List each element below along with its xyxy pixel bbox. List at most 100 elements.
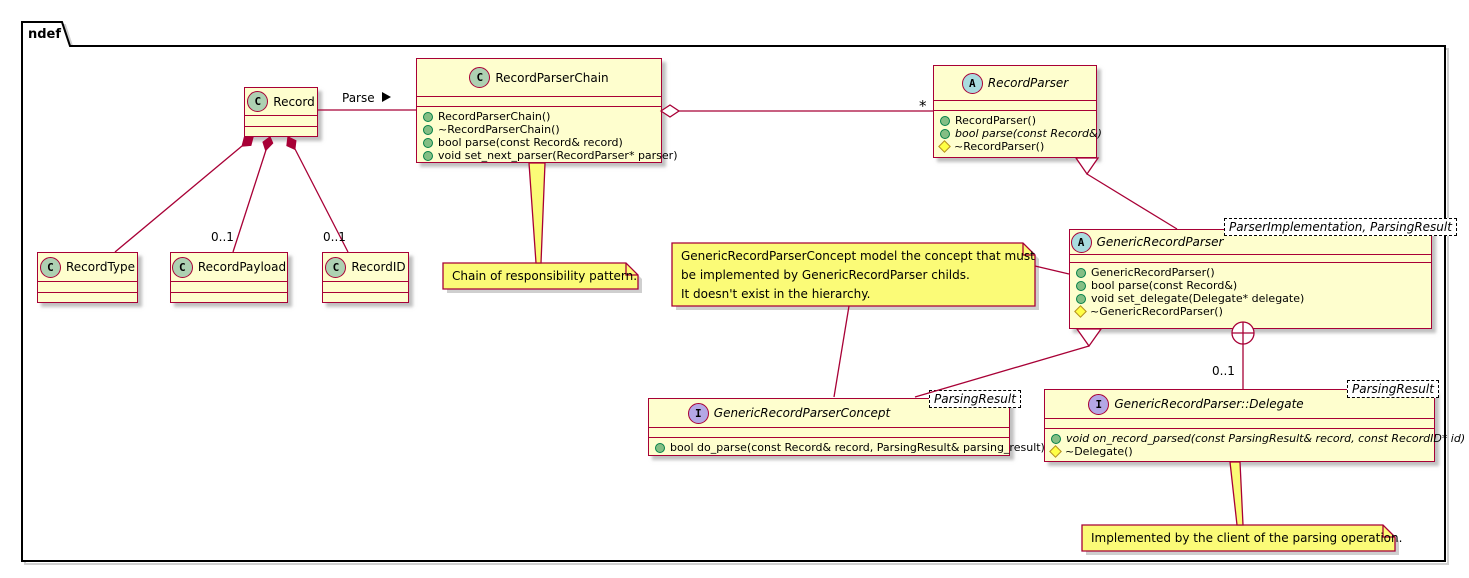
method-text: ~RecordParser() bbox=[954, 140, 1045, 153]
method-text: void set_next_parser(RecordParser* parse… bbox=[438, 149, 678, 162]
class-record-header: C Record bbox=[245, 88, 317, 116]
note-client-text: Implemented by the client of the parsing… bbox=[1091, 531, 1403, 545]
class-record-payload-methods bbox=[171, 293, 287, 296]
method-row: bool parse(const Record& record) bbox=[417, 136, 661, 149]
template-parameters-box: ParsingResult bbox=[929, 390, 1021, 408]
class-record-parser-header: A RecordParser bbox=[934, 66, 1096, 101]
class-stereotype-icon: C bbox=[171, 256, 193, 278]
method-row: GenericRecordParser() bbox=[1070, 266, 1431, 279]
class-record-parser-chain-title: RecordParserChain bbox=[495, 70, 609, 85]
method-text: ~RecordParserChain() bbox=[438, 123, 560, 136]
method-row: ~Delegate() bbox=[1045, 445, 1434, 458]
protected-visibility-icon bbox=[938, 140, 951, 153]
class-record-parser-chain-methods: RecordParserChain() ~RecordParserChain()… bbox=[417, 107, 678, 162]
class-generic-record-parser-concept-fields bbox=[649, 428, 1009, 438]
class-stereotype-icon: C bbox=[325, 256, 347, 278]
class-record-type-fields bbox=[38, 282, 137, 293]
method-text: void on_record_parsed(const ParsingResul… bbox=[1066, 432, 1466, 445]
class-record-id-methods bbox=[323, 293, 408, 296]
class-generic-record-parser-methods: GenericRecordParser() bool parse(const R… bbox=[1070, 263, 1431, 318]
method-row: void set_delegate(Delegate* delegate) bbox=[1070, 292, 1431, 305]
class-record-payload-header: C RecordPayload bbox=[171, 253, 287, 282]
abstract-stereotype-icon: A bbox=[961, 72, 983, 94]
template-parameters-box: ParserImplementation, ParsingResult bbox=[1224, 218, 1457, 236]
class-record-payload: C RecordPayload bbox=[170, 252, 288, 303]
class-record-payload-fields bbox=[171, 282, 287, 293]
note-chain-shape bbox=[442, 262, 639, 290]
class-stereotype-icon: C bbox=[469, 67, 491, 88]
frame-title: ndef bbox=[28, 27, 62, 42]
public-visibility-icon bbox=[423, 111, 433, 122]
class-delegate-fields bbox=[1045, 419, 1434, 429]
class-record-id-fields bbox=[323, 282, 408, 293]
public-visibility-icon bbox=[1051, 433, 1061, 444]
template-parameters-box: ParsingResult bbox=[1347, 380, 1439, 398]
method-text: bool parse(const Record&) bbox=[955, 127, 1102, 140]
public-visibility-icon bbox=[1076, 293, 1086, 304]
note-concept-fold-icon bbox=[1022, 243, 1035, 256]
class-record-type: C RecordType bbox=[37, 252, 138, 303]
public-visibility-icon bbox=[940, 115, 950, 126]
method-text: RecordParserChain() bbox=[438, 110, 551, 123]
method-text: ~GenericRecordParser() bbox=[1090, 305, 1223, 318]
method-text: void set_delegate(Delegate* delegate) bbox=[1091, 292, 1305, 305]
method-text: RecordParser() bbox=[955, 114, 1037, 127]
method-text: bool parse(const Record&) bbox=[1091, 279, 1238, 292]
class-stereotype-icon: C bbox=[247, 91, 269, 112]
note-concept-line: be implemented by GenericRecordParser ch… bbox=[681, 268, 970, 282]
method-row: RecordParser() bbox=[934, 114, 1096, 127]
class-record-parser-chain-header: C RecordParserChain bbox=[417, 59, 661, 97]
class-record-parser-methods: RecordParser() bool parse(const Record&)… bbox=[934, 111, 1102, 153]
note-concept-text: GenericRecordParserConcept model the con… bbox=[672, 243, 1035, 306]
class-record-id-title: RecordID bbox=[351, 260, 406, 274]
note-concept-shape bbox=[671, 242, 1036, 307]
class-record-id: C RecordID bbox=[322, 252, 409, 303]
class-delegate: I GenericRecordParser::Delegate void on_… bbox=[1044, 389, 1465, 462]
class-delegate-header: I GenericRecordParser::Delegate bbox=[1045, 390, 1434, 419]
class-record-type-title: RecordType bbox=[65, 260, 136, 274]
class-record-type-methods bbox=[38, 293, 137, 296]
class-generic-record-parser-concept-methods: bool do_parse(const Record& record, Pars… bbox=[649, 438, 1045, 454]
class-generic-record-parser-title: GenericRecordParser bbox=[1096, 235, 1224, 249]
class-record: C Record bbox=[244, 87, 318, 137]
class-record-type-header: C RecordType bbox=[38, 253, 137, 282]
note-concept-line: GenericRecordParserConcept model the con… bbox=[681, 249, 1035, 263]
class-record-payload-title: RecordPayload bbox=[197, 260, 287, 274]
method-row: void on_record_parsed(const ParsingResul… bbox=[1045, 432, 1465, 445]
interface-stereotype-icon: I bbox=[1088, 393, 1110, 415]
class-generic-record-parser-fields bbox=[1070, 255, 1431, 263]
class-generic-record-parser: A GenericRecordParser GenericRecordParse… bbox=[1069, 229, 1432, 329]
class-record-methods bbox=[245, 127, 317, 130]
method-row: bool parse(const Record&) bbox=[934, 127, 1102, 140]
abstract-stereotype-icon: A bbox=[1070, 231, 1092, 253]
protected-visibility-icon bbox=[1074, 305, 1087, 318]
frame-shadow bbox=[24, 24, 1449, 565]
class-record-parser-title: RecordParser bbox=[987, 76, 1069, 90]
class-stereotype-icon: C bbox=[39, 256, 61, 278]
method-text: GenericRecordParser() bbox=[1091, 266, 1215, 279]
public-visibility-icon bbox=[423, 137, 433, 148]
method-row: ~RecordParserChain() bbox=[417, 123, 661, 136]
class-record-parser-chain: C RecordParserChain RecordParserChain() … bbox=[416, 58, 678, 163]
protected-visibility-icon bbox=[1049, 445, 1062, 458]
method-text: bool do_parse(const Record& record, Pars… bbox=[670, 441, 1045, 454]
note-client-fold-icon bbox=[1382, 525, 1395, 538]
class-delegate-methods: void on_record_parsed(const ParsingResul… bbox=[1045, 429, 1465, 458]
method-row: RecordParserChain() bbox=[417, 110, 661, 123]
public-visibility-icon bbox=[1076, 267, 1086, 278]
public-visibility-icon bbox=[423, 150, 433, 161]
method-row: bool do_parse(const Record& record, Pars… bbox=[649, 441, 1045, 454]
method-row: ~GenericRecordParser() bbox=[1070, 305, 1431, 318]
note-chain-text: Chain of responsibility pattern. bbox=[452, 269, 638, 283]
class-record-parser: A RecordParser RecordParser() bool parse… bbox=[933, 65, 1102, 158]
method-text: bool parse(const Record& record) bbox=[438, 136, 623, 149]
class-record-parser-chain-fields bbox=[417, 97, 661, 107]
class-generic-record-parser-header: A GenericRecordParser bbox=[1070, 230, 1431, 255]
method-text: ~Delegate() bbox=[1065, 445, 1133, 458]
class-record-parser-fields bbox=[934, 101, 1096, 111]
class-delegate-title: GenericRecordParser::Delegate bbox=[1114, 397, 1304, 411]
public-visibility-icon bbox=[940, 128, 950, 139]
class-record-title: Record bbox=[273, 94, 315, 109]
class-record-id-header: C RecordID bbox=[323, 253, 408, 282]
